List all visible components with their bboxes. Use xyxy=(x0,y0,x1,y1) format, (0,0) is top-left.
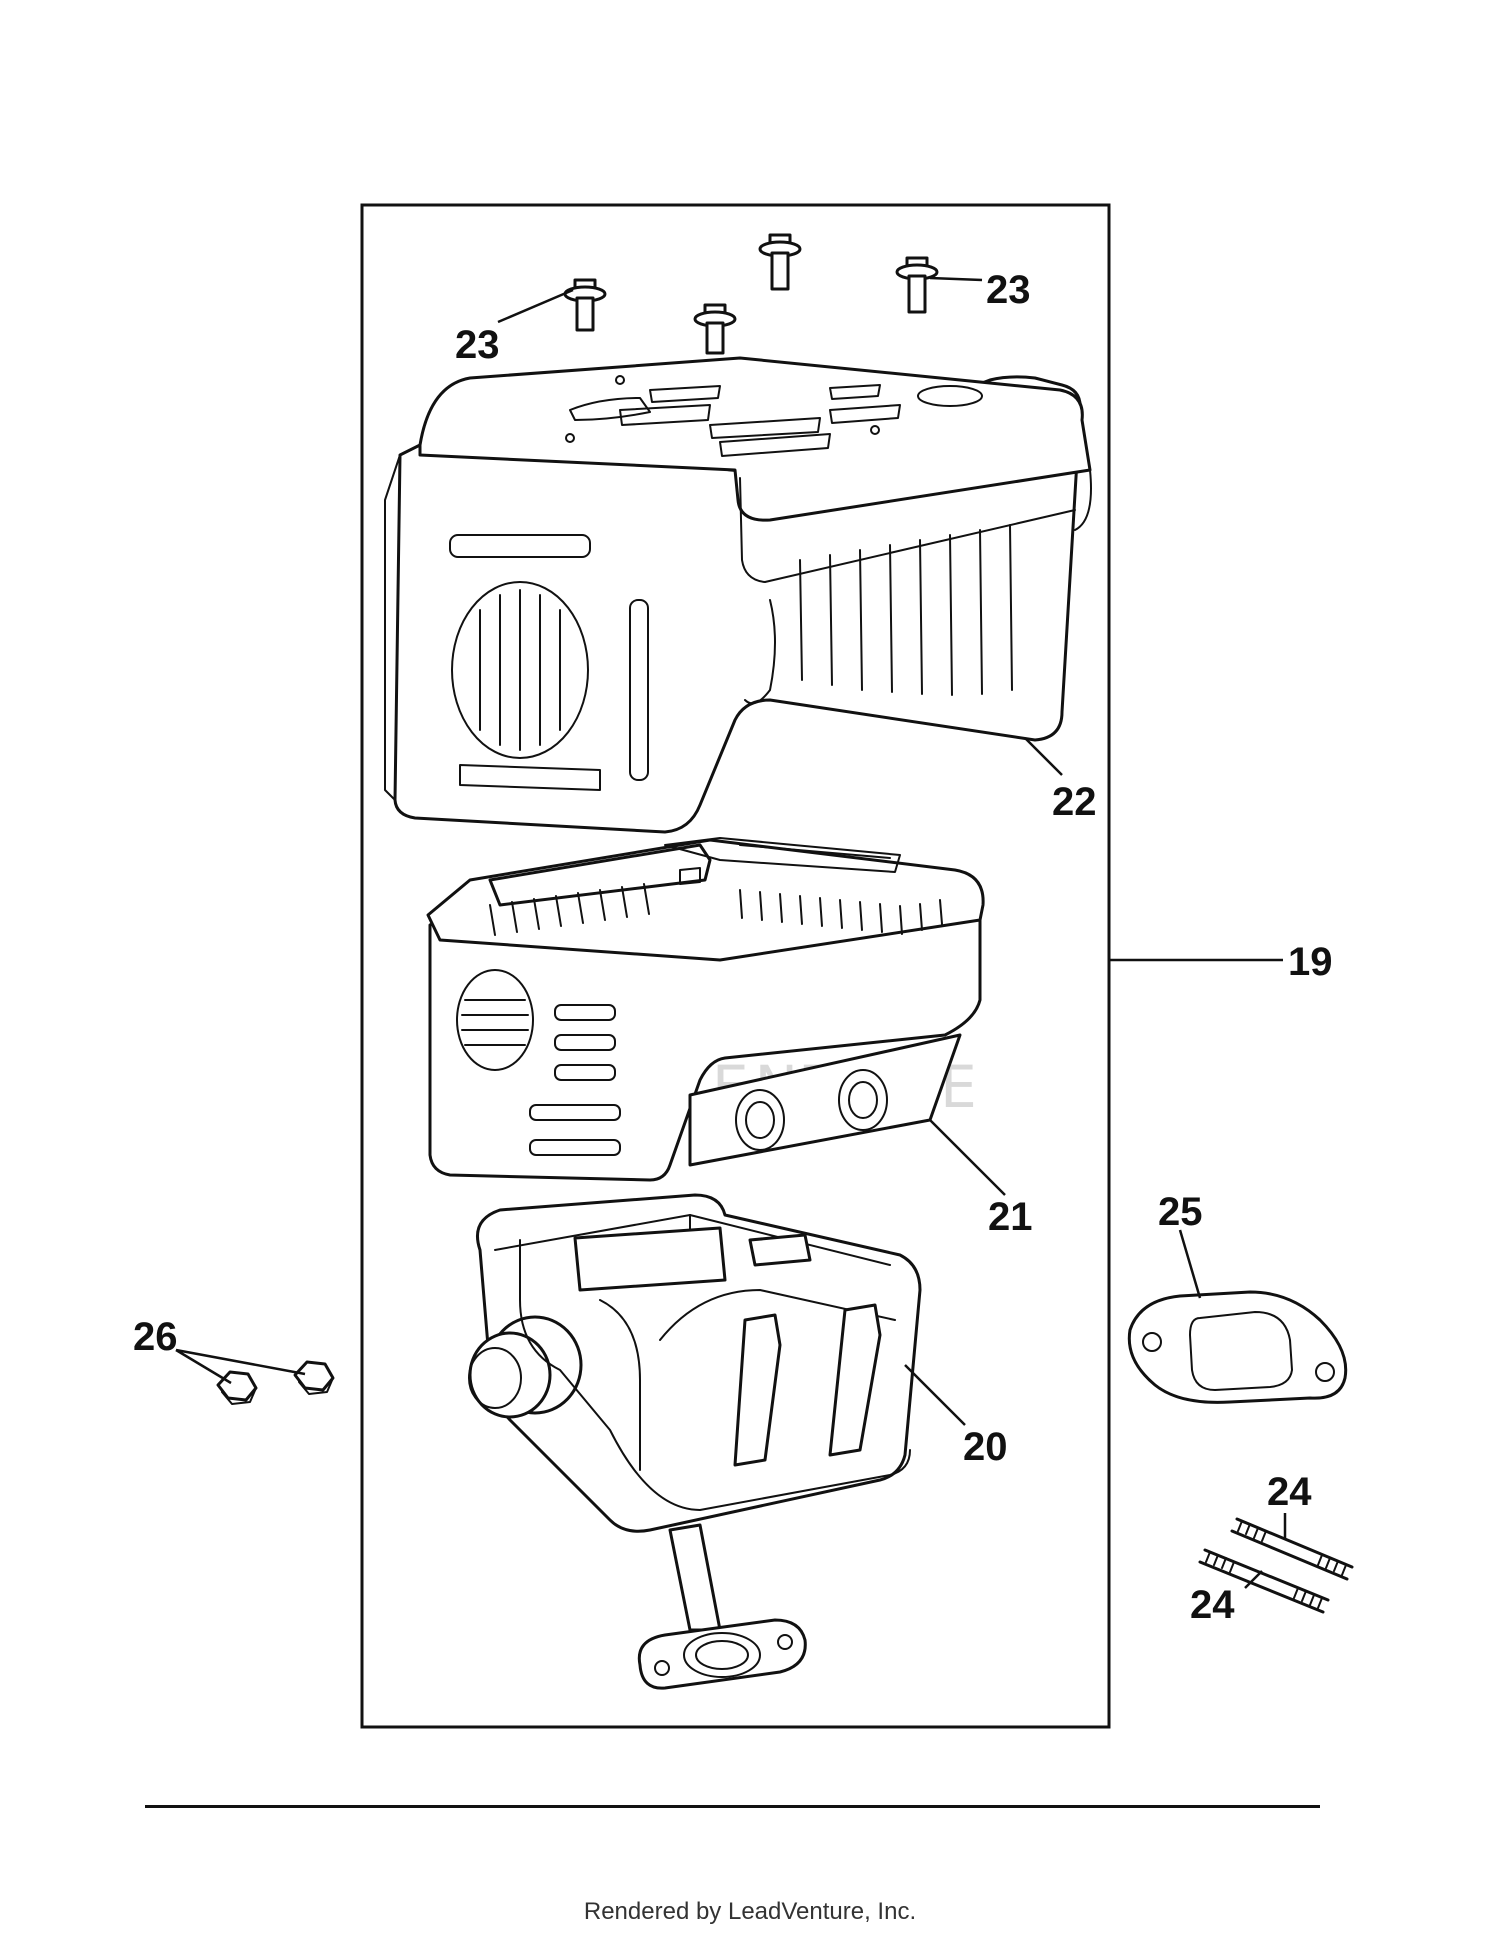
leader-26a xyxy=(175,1348,232,1385)
callout-24-lower: 24 xyxy=(1190,1583,1235,1627)
leader-26b xyxy=(175,1348,306,1376)
callout-23-right: 23 xyxy=(986,268,1031,312)
callout-19: 19 xyxy=(1288,940,1333,984)
callout-21: 21 xyxy=(988,1195,1033,1239)
gasket-25[interactable] xyxy=(1127,1290,1348,1404)
callout-26: 26 xyxy=(133,1315,178,1359)
bolt-23-top[interactable] xyxy=(758,233,802,291)
stud-24-upper[interactable] xyxy=(1230,1517,1354,1581)
muffler-20[interactable] xyxy=(468,1193,922,1690)
footer-credit: Rendered by LeadVenture, Inc. xyxy=(583,1898,917,1925)
leader-22 xyxy=(1024,737,1063,776)
leader-25 xyxy=(1178,1229,1202,1299)
footer-divider xyxy=(145,1805,1320,1808)
leader-23b xyxy=(929,276,983,282)
callout-20: 20 xyxy=(963,1425,1008,1469)
bolt-23-center[interactable] xyxy=(693,303,737,355)
nut-26-left[interactable] xyxy=(216,1370,258,1405)
callout-23-left: 23 xyxy=(455,323,500,367)
callout-25: 25 xyxy=(1158,1190,1203,1234)
leader-24b xyxy=(1244,1570,1263,1589)
stud-24-lower[interactable] xyxy=(1198,1548,1330,1614)
leader-23a xyxy=(497,288,574,324)
callout-24-upper: 24 xyxy=(1267,1470,1312,1514)
heat-shield-22[interactable] xyxy=(384,356,1092,834)
nut-26-right[interactable] xyxy=(293,1360,335,1395)
bolt-23-right[interactable] xyxy=(895,256,939,314)
bolt-23-left[interactable] xyxy=(563,278,607,332)
assembly-frame xyxy=(360,203,1111,1729)
leader-20 xyxy=(904,1364,966,1426)
muffler-guard-21[interactable] xyxy=(426,837,985,1182)
callout-22: 22 xyxy=(1052,780,1097,824)
leader-21 xyxy=(929,1119,1006,1196)
